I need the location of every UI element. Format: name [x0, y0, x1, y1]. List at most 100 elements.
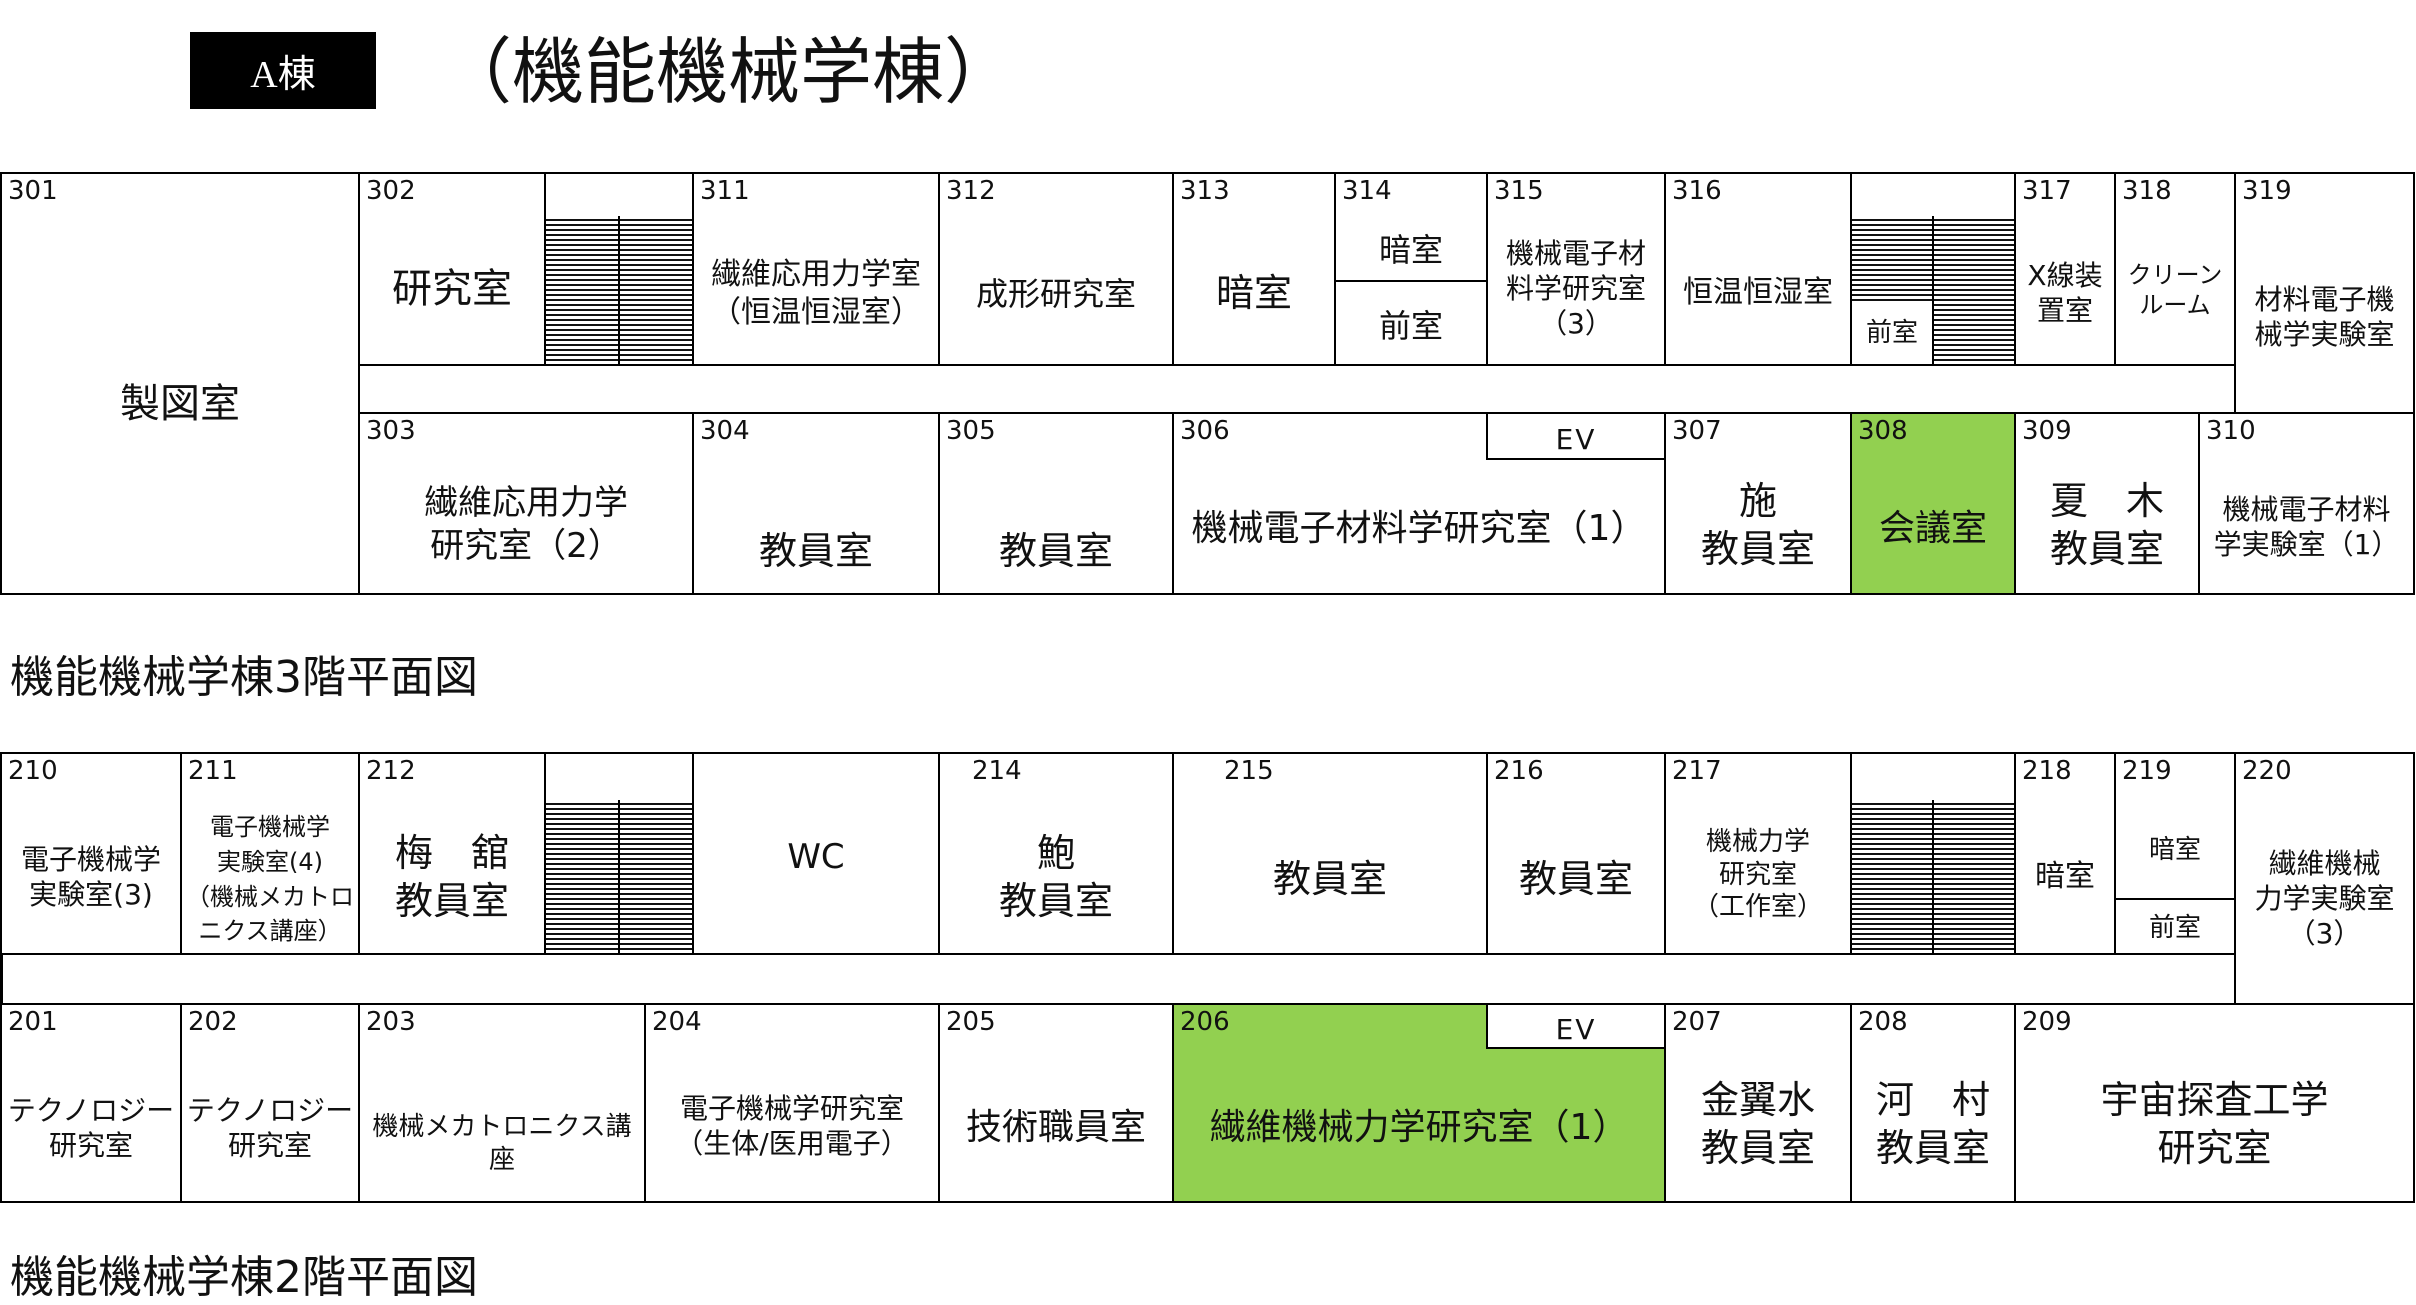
room-218[interactable]: 218 暗室 [2014, 752, 2116, 955]
room-number: 314 [1342, 176, 1392, 206]
room-310[interactable]: 310 機械電子材料 学実験室（1） [2198, 412, 2415, 595]
room-label: 材料電子機 械学実験室 [2254, 283, 2395, 351]
room-label: 機械電子材料 学実験室（1） [2213, 493, 2400, 561]
room-number: 218 [2022, 756, 2072, 786]
room-label: 夏 木 教員室 [2049, 479, 2164, 571]
room-220[interactable]: 220 繊維機械 力学実験室 （3） [2234, 752, 2415, 1005]
room-number: 303 [366, 416, 416, 446]
room-212[interactable]: 212 梅 舘 教員室 [358, 752, 546, 955]
room-204[interactable]: 204 電子機械学研究室 （生体/医用電子） [644, 1003, 940, 1203]
room-number: 219 [2122, 756, 2172, 786]
room-314-divider [1336, 280, 1486, 282]
room-number: 316 [1672, 176, 1722, 206]
room-304[interactable]: 304 教員室 [692, 412, 940, 595]
room-317[interactable]: 317 X線装 置室 [2014, 172, 2116, 366]
room-label: 電子機械学 実験室(3) [20, 843, 161, 911]
room-label-darkroom: 暗室 [2148, 835, 2201, 865]
room-number: 311 [700, 176, 750, 206]
room-label: 機械電子材 料学研究室 （3） [1505, 237, 1646, 340]
room-309[interactable]: 309 夏 木 教員室 [2014, 412, 2200, 595]
room-label: 恒温恒湿室 [1683, 275, 1833, 310]
room-number: 210 [8, 756, 58, 786]
room-label: 研究室 [392, 266, 512, 312]
room-label: 機械力学 研究室 （工作室） [1692, 827, 1823, 922]
stair-divider [618, 800, 620, 953]
room-203[interactable]: 203 機械メカトロニクス講座 [358, 1003, 646, 1203]
room-number: 201 [8, 1007, 58, 1037]
room-number: 206 [1180, 1007, 1230, 1037]
room-label: 梅 舘 教員室 [394, 831, 509, 923]
room-number: 209 [2022, 1007, 2072, 1037]
room-202[interactable]: 202 テクノロジー 研究室 [180, 1003, 360, 1203]
restroom-2f[interactable]: WC [692, 752, 940, 955]
room-305[interactable]: 305 教員室 [938, 412, 1174, 595]
room-label: 繊維機械力学研究室（1） [1209, 1107, 1629, 1148]
room-label: 暗室 [2035, 859, 2095, 894]
room-311[interactable]: 311 繊維応用力学室 （恒温恒湿室） [692, 172, 940, 366]
room-211[interactable]: 211 電子機械学 実験室(4) （機械メカトロ ニクス講座） [180, 752, 360, 955]
room-label: 教員室 [758, 529, 873, 573]
room-217[interactable]: 217 機械力学 研究室 （工作室） [1664, 752, 1852, 955]
room-319[interactable]: 319 材料電子機 械学実験室 [2234, 172, 2415, 414]
room-label: テクノロジー 研究室 [186, 1094, 354, 1162]
room-label: 繊維機械 力学実験室 （3） [2254, 847, 2395, 950]
room-number: 203 [366, 1007, 416, 1037]
room-label: 機械メカトロニクス講座 [372, 1112, 632, 1175]
room-label: 鮑 教員室 [998, 831, 1113, 923]
room-label: X線装 置室 [2027, 259, 2103, 327]
restroom-label: WC [787, 837, 845, 877]
room-318[interactable]: 318 クリーン ルーム [2114, 172, 2236, 366]
room-208[interactable]: 208 河 村 教員室 [1850, 1003, 2016, 1203]
stairwell-2f-east [1850, 752, 2016, 955]
room-219-divider [2116, 898, 2234, 900]
room-number: 310 [2206, 416, 2256, 446]
room-number: 312 [946, 176, 996, 206]
room-label-anteroom: 前室 [1866, 318, 1919, 348]
room-219[interactable]: 219 暗室 前室 [2114, 752, 2236, 955]
room-201[interactable]: 201 テクノロジー 研究室 [0, 1003, 182, 1203]
room-label: 成形研究室 [975, 275, 1136, 313]
room-210[interactable]: 210 電子機械学 実験室(3) [0, 752, 182, 955]
room-209[interactable]: 209 宇宙探査工学 研究室 [2014, 1003, 2415, 1203]
room-number: 319 [2242, 176, 2292, 206]
room-315[interactable]: 315 機械電子材 料学研究室 （3） [1486, 172, 1666, 366]
room-number: 304 [700, 416, 750, 446]
room-301[interactable]: 301 製図室 [0, 172, 360, 595]
room-214[interactable]: 214 鮑 教員室 [938, 752, 1174, 955]
anteroom-box [1852, 304, 1932, 364]
room-label: 電子機械学研究室 （生体/医用電子） [675, 1092, 909, 1160]
room-label: テクノロジー 研究室 [7, 1094, 175, 1162]
room-215[interactable]: 215 教員室 [1172, 752, 1488, 955]
room-302[interactable]: 302 研究室 [358, 172, 546, 366]
room-313[interactable]: 313 暗室 [1172, 172, 1336, 366]
room-314[interactable]: 314 暗室 前室 [1334, 172, 1488, 366]
room-303[interactable]: 303 繊維応用力学 研究室（2） [358, 412, 694, 595]
room-label: 機械電子材料学研究室（1） [1191, 508, 1647, 549]
room-number: 207 [1672, 1007, 1722, 1037]
room-label: 宇宙探査工学 研究室 [2100, 1078, 2329, 1170]
room-number: 307 [1672, 416, 1722, 446]
room-number: 309 [2022, 416, 2072, 446]
room-label: 暗室 [1215, 271, 1292, 315]
room-number: 211 [188, 756, 238, 786]
room-label: 教員室 [1518, 857, 1633, 901]
room-number: 212 [366, 756, 416, 786]
room-205[interactable]: 205 技術職員室 [938, 1003, 1174, 1203]
floor2-caption: 機能機械学棟2階平面図 [10, 1252, 478, 1303]
room-label: 河 村 教員室 [1875, 1078, 1990, 1170]
stair-divider [618, 216, 620, 364]
elevator-2f[interactable]: EV [1486, 1003, 1666, 1049]
room-number: 305 [946, 416, 996, 446]
room-307[interactable]: 307 施 教員室 [1664, 412, 1852, 595]
room-number: 205 [946, 1007, 996, 1037]
stair-divider [1932, 800, 1934, 953]
building-badge: A棟 [190, 32, 376, 109]
elevator-3f[interactable]: EV [1486, 412, 1666, 460]
room-316[interactable]: 316 恒温恒湿室 [1664, 172, 1852, 366]
room-216[interactable]: 216 教員室 [1486, 752, 1666, 955]
room-312[interactable]: 312 成形研究室 [938, 172, 1174, 366]
room-308[interactable]: 308 会議室 [1850, 412, 2016, 595]
room-number: 204 [652, 1007, 702, 1037]
room-label: 教員室 [998, 529, 1113, 573]
room-207[interactable]: 207 金翼水 教員室 [1664, 1003, 1852, 1203]
